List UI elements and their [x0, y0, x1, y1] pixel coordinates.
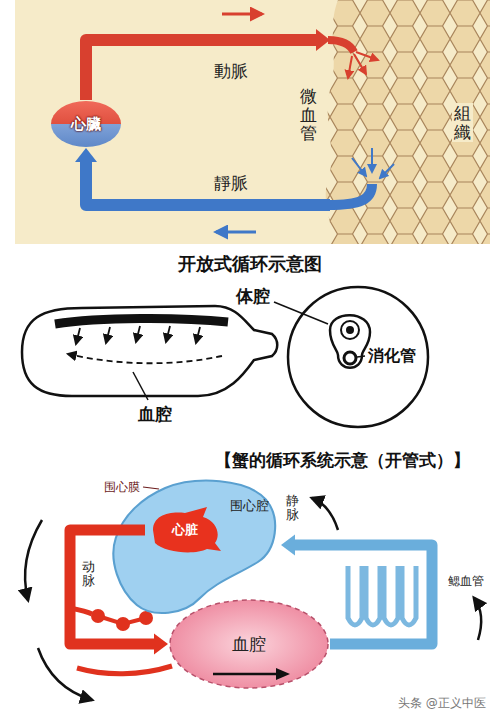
capillary [328, 184, 372, 205]
capillary-flow [371, 148, 373, 172]
body-outline [22, 306, 277, 396]
flow-arrow [196, 327, 200, 343]
callout-label: 消化管 [368, 346, 416, 365]
artery-branch [139, 611, 153, 625]
leader-line [357, 356, 365, 357]
vessel-label: 动脉 [82, 560, 95, 589]
vessel-name-slot: 靜脈 [212, 172, 250, 194]
vessel-name-slot: 動脈 [212, 60, 250, 82]
capillary-flow [380, 164, 394, 178]
watermark-slot: 头条 @正义中医 [398, 696, 486, 710]
callout-label: 体腔 [236, 286, 270, 306]
blood-sinus-label: 血腔 [232, 634, 266, 654]
artery-tube [86, 40, 316, 100]
flow-arrow [68, 354, 222, 363]
gill-vessel [384, 566, 398, 625]
flow-arrow [25, 520, 42, 600]
vein [75, 148, 330, 205]
dorsal-vessel [55, 318, 228, 324]
heart-label: 心臟 [71, 115, 101, 133]
callout-label: 血腔 [138, 404, 172, 424]
gill-vessel [348, 566, 362, 625]
heart-label: 心脏 [172, 522, 198, 538]
flow-arrow [474, 598, 481, 640]
arrow-head [154, 634, 168, 655]
callout-label: 围心膜 [104, 480, 140, 494]
flow-arrow [106, 327, 110, 343]
dorsal-vessel [341, 321, 359, 339]
leader-line [143, 487, 159, 489]
body-cavity [330, 315, 370, 368]
artery [86, 29, 330, 100]
artery-tube [70, 530, 154, 644]
blood-sinus: 血腔 [168, 598, 330, 690]
artery-branch [70, 608, 92, 614]
flow-arrow [222, 13, 262, 16]
flow-arrow [136, 326, 140, 342]
leader-line [133, 372, 148, 400]
vein [281, 535, 432, 645]
arrow-head [75, 148, 97, 162]
gill-vessel [402, 566, 416, 625]
vein-tube [295, 545, 432, 644]
caption: 开放式循环示意图 [178, 253, 322, 275]
callout-label-slot: 消化管 [368, 346, 416, 365]
callout-label-slot: 体腔 [236, 286, 270, 306]
capillary [328, 40, 354, 52]
vessel-label-slot: 静脉 [286, 494, 299, 523]
gut [344, 352, 356, 364]
vessel-label: 鳃血管 [448, 574, 484, 588]
vessel-label-slot: 鳃血管 [448, 574, 484, 588]
cross-section [288, 287, 428, 427]
pericardium-label: 围心腔 [230, 498, 269, 514]
panel-ground [15, 0, 490, 244]
heart: 心脏 [145, 505, 225, 555]
capillary-flow [348, 56, 352, 78]
callout-label-slot: 围心膜 [104, 480, 140, 494]
artery [70, 530, 168, 655]
vein-tube [86, 162, 330, 205]
artery-branch [91, 609, 105, 623]
artery-branch [77, 666, 172, 674]
diagram-title: 【蟹的循环系统示意（开管式）】 [215, 450, 470, 470]
flow-arrow [312, 498, 338, 530]
capillary-label: 微血管 [298, 86, 319, 144]
tissue-cells [326, 0, 490, 244]
flow-arrow [166, 326, 170, 342]
leader-line [274, 302, 328, 324]
vessel-name: 動脈 [212, 60, 250, 82]
vessel-name: 靜脈 [212, 172, 250, 194]
watermark: 头条 @正义中医 [398, 696, 486, 710]
flow-arrow [76, 328, 80, 344]
capillary-flow [356, 52, 378, 60]
vessel-label: 静脉 [286, 494, 299, 523]
tissue-label: 組織 [452, 103, 473, 142]
capillary-flow [352, 158, 366, 176]
arrow-head [281, 535, 295, 556]
arrow-head [316, 29, 330, 51]
caption-slot: 开放式循环示意图 [0, 253, 500, 275]
diagram-title-slot: 【蟹的循环系统示意（开管式）】 [215, 450, 470, 470]
flow-arrow [38, 648, 92, 700]
flow-arrow [216, 231, 256, 234]
gill-vessel [366, 566, 380, 625]
capillary-flow [354, 54, 366, 74]
heart: 心臟 [50, 100, 122, 148]
callout-label-slot: 血腔 [138, 404, 172, 424]
vessel-label-slot: 动脉 [82, 560, 95, 589]
dorsal-vessel [346, 326, 354, 334]
capillary-label-slot: 微血管 [298, 86, 319, 144]
tissue: 組織 [330, 5, 485, 240]
artery-branch [116, 617, 130, 631]
